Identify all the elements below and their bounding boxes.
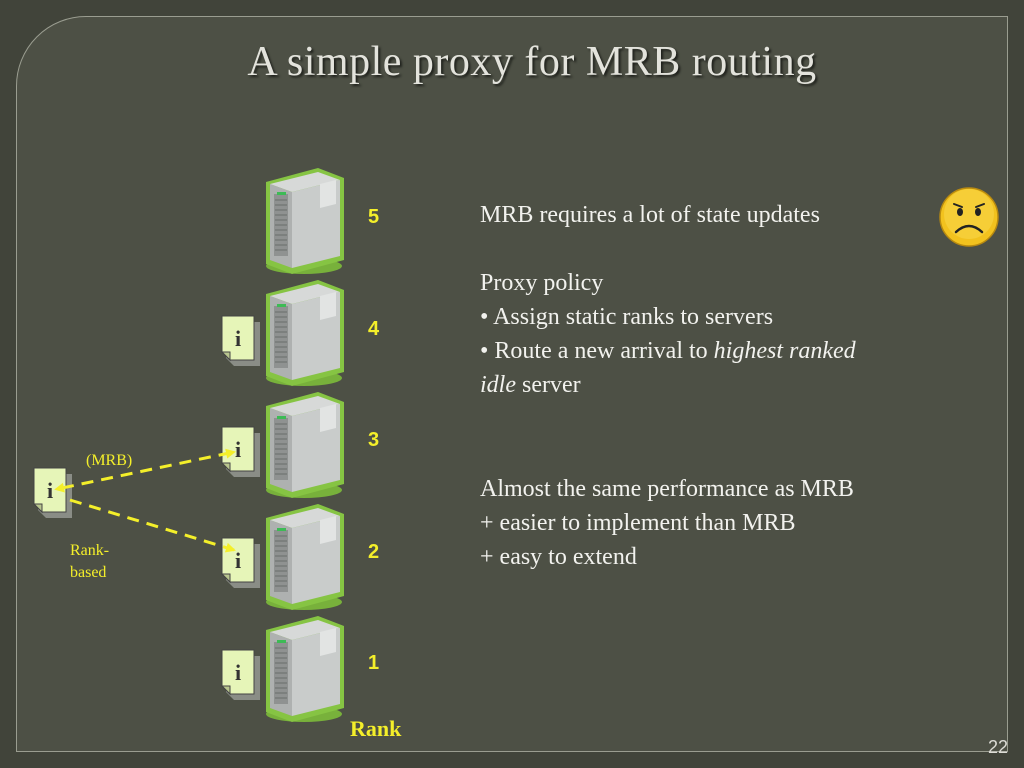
rank-based-label-line1: Rank- <box>70 542 110 559</box>
rank-axis-label: Rank <box>350 716 402 741</box>
rank-based-arrow <box>69 498 236 553</box>
policy-bullet-1: • Assign static ranks to servers <box>480 304 774 330</box>
page-number: 22 <box>987 737 1008 757</box>
summary-line-3: + easy to extend <box>480 544 637 570</box>
bullet2-italic-b: idle <box>480 372 516 398</box>
mrb-label: (MRB) <box>86 452 133 469</box>
policy-bullet-2: • Route a new arrival to highest ranked <box>480 334 856 368</box>
rank-number-5: 5 <box>368 206 380 228</box>
summary-line-1: Almost the same performance as MRB <box>480 476 854 502</box>
slide-frame <box>16 16 1008 752</box>
slide-title: A simple proxy for MRB routing <box>247 39 817 85</box>
right-text: MRB requires a lot of state updates Prox… <box>480 198 856 574</box>
rank-number-2: 2 <box>368 541 380 563</box>
bullet2-suffix: server <box>516 372 581 398</box>
summary-line-2: + easier to implement than MRB <box>480 510 796 536</box>
bullet2-italic-a: highest ranked <box>713 338 856 364</box>
bullet2-prefix: • Route a new arrival to <box>480 338 714 364</box>
mrb-arrow <box>54 448 236 493</box>
rank-number-4: 4 <box>368 318 380 340</box>
frowning-face-icon <box>939 187 999 247</box>
rank-number-1: 1 <box>368 652 380 674</box>
rank-based-label: Rank- based <box>70 540 109 584</box>
policy-bullet-2-cont: idle server <box>480 368 856 402</box>
rank-number-3: 3 <box>368 429 380 451</box>
state-updates-text: MRB requires a lot of state updates <box>480 202 820 228</box>
policy-heading: Proxy policy <box>480 270 604 296</box>
rank-based-label-line2: based <box>70 564 107 581</box>
